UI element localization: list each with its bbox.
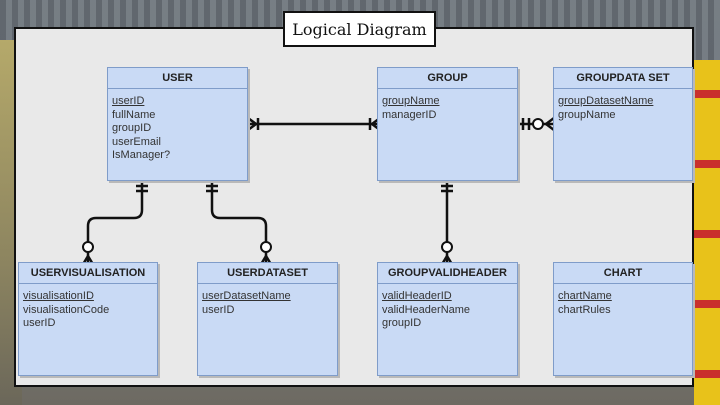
entity-field: managerID bbox=[382, 108, 437, 121]
entity-header: GROUPVALIDHEADER bbox=[378, 263, 517, 284]
entity-field: validHeaderName bbox=[382, 303, 471, 316]
entity-field: groupDatasetName bbox=[558, 95, 654, 107]
entity-user[interactable]: USER userID fullName groupID userEmail I… bbox=[107, 67, 248, 181]
rel-user-uservisualisation bbox=[86, 181, 144, 266]
entity-uservisualisation[interactable]: USERVISUALISATION visualisationID visual… bbox=[18, 262, 158, 376]
optional-circle-ud bbox=[260, 241, 272, 253]
entity-header: USERDATASET bbox=[198, 263, 337, 284]
entity-header: CHART bbox=[554, 263, 692, 284]
entity-field: visualisationID bbox=[23, 290, 94, 302]
diagram-title: Logical Diagram bbox=[283, 11, 436, 47]
background-stripes bbox=[694, 60, 720, 405]
bar-user-ud bbox=[206, 184, 218, 193]
optional-circle-uv bbox=[82, 241, 94, 253]
entity-field: chartName bbox=[558, 290, 612, 302]
entity-chart[interactable]: CHART chartName chartRules bbox=[553, 262, 693, 376]
entity-field: groupName bbox=[382, 95, 440, 107]
entity-field: groupName bbox=[558, 108, 616, 121]
entity-header: GROUP bbox=[378, 68, 517, 89]
entity-field: visualisationCode bbox=[23, 303, 110, 316]
entity-header: USERVISUALISATION bbox=[19, 263, 157, 284]
entity-field: groupID bbox=[112, 122, 152, 134]
entity-groupvalidheader[interactable]: GROUPVALIDHEADER validHeaderID validHead… bbox=[377, 262, 518, 376]
entity-field: userDatasetName bbox=[202, 290, 291, 302]
optional-circle-groupdataset bbox=[532, 118, 544, 130]
entity-field: chartRules bbox=[558, 303, 611, 316]
bar-group-gvh bbox=[441, 184, 453, 193]
optional-circle-gvh bbox=[441, 241, 453, 253]
entity-field: userID bbox=[202, 303, 235, 316]
bar-group-side bbox=[521, 118, 531, 130]
entity-field: groupID bbox=[382, 317, 422, 329]
crowsfoot-user-side bbox=[247, 117, 260, 131]
entity-field: fullName bbox=[112, 108, 156, 121]
entity-field: userEmail bbox=[112, 135, 161, 148]
entity-group[interactable]: GROUP groupName managerID bbox=[377, 67, 518, 181]
rel-user-userdataset bbox=[210, 181, 268, 266]
entity-field: userID bbox=[112, 95, 145, 107]
entity-userdataset[interactable]: USERDATASET userDatasetName userID bbox=[197, 262, 338, 376]
crowsfoot-groupdataset-side bbox=[543, 117, 555, 131]
entity-field: userID bbox=[23, 317, 56, 329]
entity-field: IsManager? bbox=[112, 149, 171, 161]
bar-user-uv bbox=[136, 184, 148, 193]
entity-groupdataset[interactable]: GROUPDATA SET groupDatasetName groupName bbox=[553, 67, 693, 181]
entity-header: USER bbox=[108, 68, 247, 89]
entity-field: validHeaderID bbox=[382, 290, 452, 302]
entity-header: GROUPDATA SET bbox=[554, 68, 692, 89]
